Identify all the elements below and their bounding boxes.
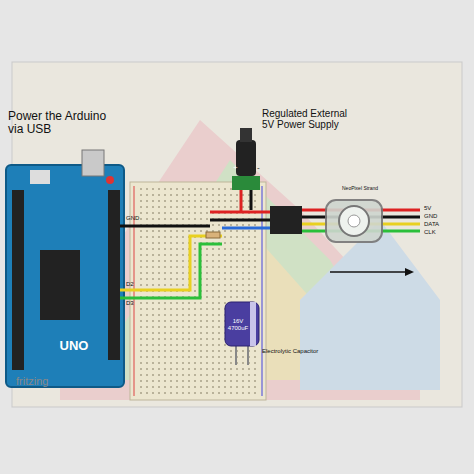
board-label: UNO [44, 335, 104, 357]
capacitor-rating: 16V 4700uF [223, 312, 253, 338]
part-name: Electrolytic Capacitor [262, 348, 322, 355]
terminal-sign: - [257, 164, 260, 173]
resistor-symbol [206, 232, 220, 238]
part-name: NeoPixel Strand [342, 186, 378, 192]
watermark: fritzing [16, 375, 48, 387]
node-text: 16V 4700uF [223, 318, 253, 331]
neopixel-strand [270, 200, 420, 276]
power-jack [232, 128, 260, 210]
pin-name: D2 [126, 281, 134, 288]
signal-name: CLK [424, 229, 436, 236]
usb-note: Power the Arduino via USB [8, 110, 120, 136]
node-text: UNO [44, 339, 104, 353]
power-supply-note: Regulated External 5V Power Supply [262, 108, 362, 130]
terminal-sign: + [233, 164, 238, 173]
pin-name: GND [126, 215, 139, 222]
wires [120, 210, 270, 365]
arduino-board [6, 150, 124, 387]
signal-name: DATA [424, 221, 439, 228]
signal-name: GND [424, 213, 437, 220]
pin-name: D3 [126, 300, 134, 307]
signal-name: 5V [424, 205, 431, 212]
